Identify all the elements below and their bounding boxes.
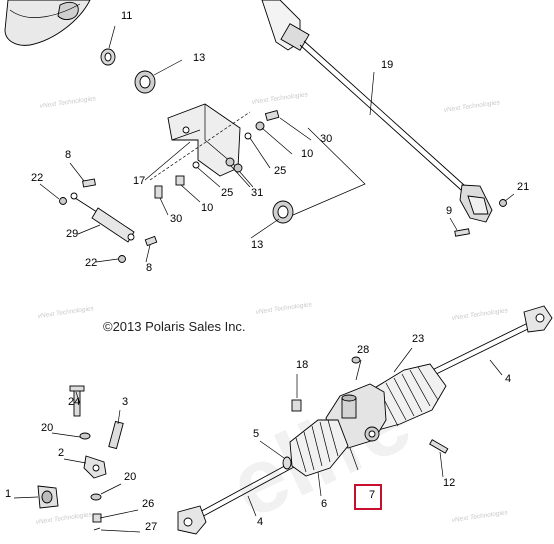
callout-c12[interactable]: 12 [443,477,455,489]
top-leader-lines [39,25,515,263]
bearing-parts [100,48,294,224]
watermark-7: vNext Technologies [35,511,93,526]
callout-c28[interactable]: 28 [357,344,369,356]
callout-c25b[interactable]: 25 [221,187,233,199]
callout-c3[interactable]: 3 [122,396,128,408]
loose-parts [37,385,124,531]
callout-c10b[interactable]: 10 [201,202,213,214]
callout-c29[interactable]: 29 [66,228,78,240]
callout-c13b[interactable]: 13 [251,239,263,251]
callout-c13a[interactable]: 13 [193,52,205,64]
callout-c17[interactable]: 17 [133,175,145,187]
gas-strut [70,192,135,243]
callout-c5[interactable]: 5 [253,428,259,440]
callout-c18[interactable]: 18 [296,359,308,371]
callout-c21[interactable]: 21 [517,181,529,193]
steering-rack [177,305,553,535]
steering-shaft [261,0,493,223]
callout-c30a[interactable]: 30 [320,133,332,145]
callout-c8a[interactable]: 8 [65,149,71,161]
bottom-leader-lines [13,347,503,533]
callout-c27[interactable]: 27 [145,521,157,533]
watermark-1: vNext Technologies [39,95,97,110]
callout-c22b[interactable]: 22 [85,257,97,269]
callout-c19[interactable]: 19 [381,59,393,71]
callout-c30b[interactable]: 30 [170,213,182,225]
callout-c7[interactable]: 7 [369,489,375,501]
callout-c10a[interactable]: 10 [301,148,313,160]
column-bracket [167,103,241,177]
callout-c23[interactable]: 23 [412,333,424,345]
watermark-3: vNext Technologies [443,99,501,114]
callout-c4a[interactable]: 4 [505,373,511,385]
callout-c6[interactable]: 6 [321,498,327,510]
callout-c2[interactable]: 2 [58,447,64,459]
callout-c11[interactable]: 11 [121,10,132,22]
callout-c22a[interactable]: 22 [31,172,43,184]
callout-c4b[interactable]: 4 [257,516,263,528]
watermark-4: vNext Technologies [37,305,95,320]
callout-c26[interactable]: 26 [142,498,154,510]
steering-wheel [4,0,91,46]
part-7-highlight-box[interactable] [354,484,382,510]
callout-c20b[interactable]: 20 [124,471,136,483]
watermark-8: vNext Technologies [451,509,509,524]
callout-c31[interactable]: 31 [251,187,263,199]
copyright-text: ©2013 Polaris Sales Inc. [103,319,246,334]
callout-c24[interactable]: 24 [68,396,80,408]
callout-c20a[interactable]: 20 [41,422,53,434]
callout-c25a[interactable]: 25 [274,165,286,177]
rack-hardware [291,356,449,454]
watermark-5: vNext Technologies [255,301,313,316]
callout-c8b[interactable]: 8 [146,262,152,274]
watermark-2: vNext Technologies [251,91,309,106]
callout-c9[interactable]: 9 [446,205,452,217]
callout-c1[interactable]: 1 [5,488,11,500]
watermark-6: vNext Technologies [451,307,509,322]
top-hardware [59,109,507,263]
